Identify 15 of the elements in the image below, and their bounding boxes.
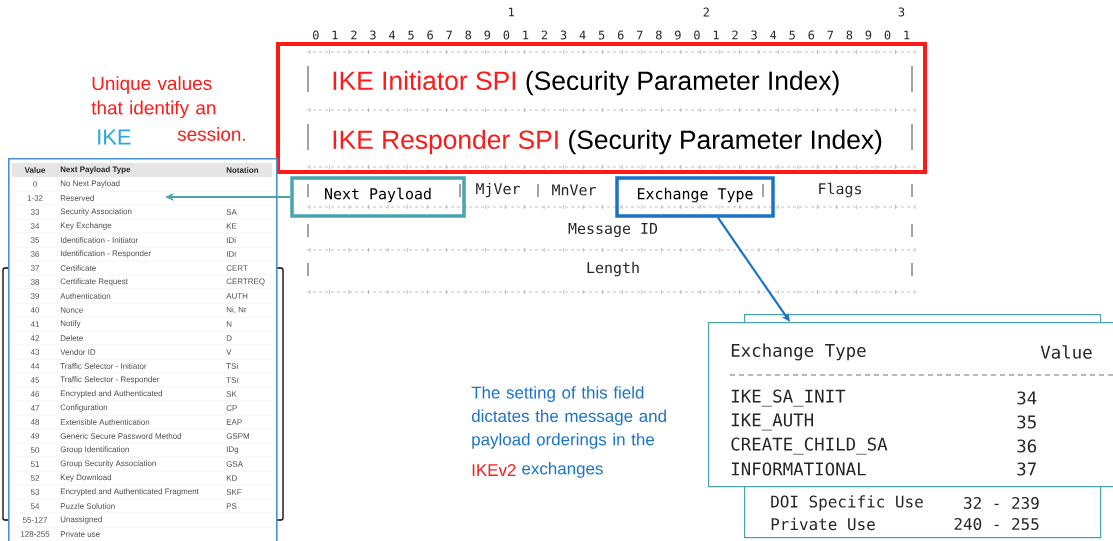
field-label: Length — [587, 261, 639, 277]
bit-number: 3 — [898, 7, 905, 17]
exchange-type-table: Exchange Type Value IKE_SA_INIT 34 IKE_AUTH 35 CREATE_CHILD_SA 36 INFORMATIONAL 37 — [708, 322, 1113, 488]
spi-box: IKE Initiator SPI (Security Parameter Index) IKE Responder SPI (Security Parameter Index) — [276, 42, 927, 174]
bit-number: 2 — [703, 7, 709, 17]
arrow — [717, 217, 790, 322]
field-label: Message ID — [568, 222, 658, 238]
field-label: MnVer — [552, 184, 596, 196]
field-box: Next Payload — [290, 176, 466, 218]
field-box: Exchange Type — [615, 176, 775, 218]
field-label: MjVer — [476, 182, 520, 198]
annotation-text: session. — [177, 127, 245, 141]
bit-number: 1 — [509, 7, 514, 17]
annotation-text: exchanges — [522, 462, 603, 478]
annotation-text: IKEv2 — [472, 464, 516, 476]
